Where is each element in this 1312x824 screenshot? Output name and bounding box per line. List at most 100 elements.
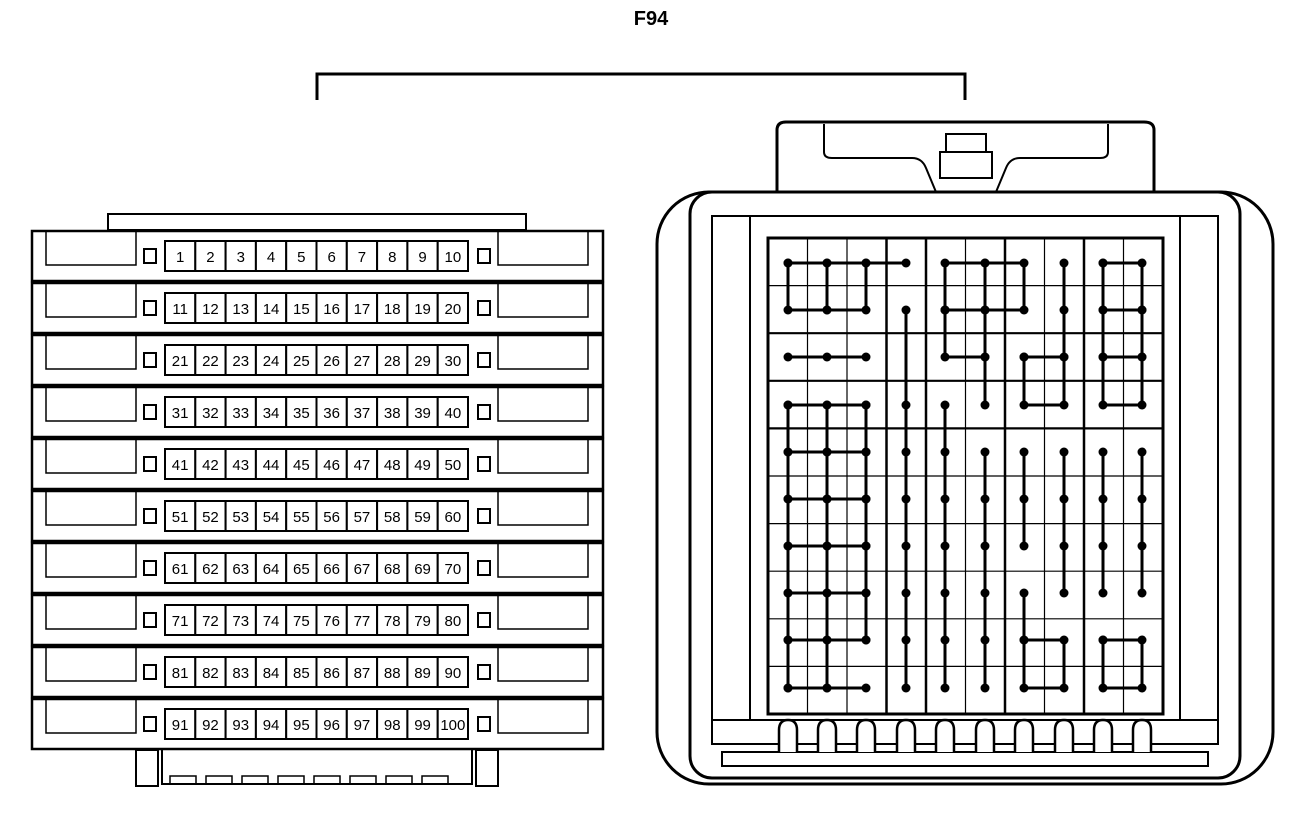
pin-number: 12 — [202, 301, 219, 318]
pin-number: 35 — [293, 405, 310, 422]
pin-number: 69 — [414, 561, 431, 578]
housing-inner — [688, 190, 1242, 780]
cavity-node — [1019, 588, 1029, 598]
pin-number: 21 — [172, 353, 189, 370]
cavity-frame — [711, 215, 1219, 721]
cavity-node — [980, 352, 990, 362]
pin-cell — [345, 500, 379, 532]
pin-cell — [254, 552, 288, 584]
row-housing — [30, 593, 605, 647]
left-leg — [135, 749, 159, 787]
pin-number: 33 — [232, 405, 249, 422]
pin-number: 55 — [293, 509, 310, 526]
pin-number: 85 — [293, 665, 310, 682]
cavity-node — [1137, 400, 1147, 410]
pin-number: 44 — [263, 457, 280, 474]
pin-cell — [285, 240, 318, 272]
pin-number: 32 — [202, 405, 219, 422]
cavity-node — [980, 447, 990, 457]
cavity-node — [783, 635, 793, 645]
cavity-node — [783, 683, 793, 693]
pin-cell — [406, 240, 439, 272]
pin-number: 97 — [354, 717, 371, 734]
pin-cell — [194, 396, 227, 428]
row-latch-right — [477, 248, 491, 264]
row-latch-left — [143, 664, 157, 680]
cavity-node — [940, 447, 950, 457]
pin-cell — [376, 396, 409, 428]
pin-number: 87 — [354, 665, 371, 682]
pin-number: 83 — [232, 665, 249, 682]
cavity-node — [901, 541, 911, 551]
pin-cell — [315, 708, 348, 740]
pin-cell — [436, 448, 470, 480]
cavity-node — [822, 400, 832, 410]
pin-number: 100 — [440, 717, 465, 734]
view-bracket — [315, 72, 967, 100]
terminal-slot — [934, 718, 956, 752]
cavity-node — [783, 541, 793, 551]
cavity-node — [1098, 588, 1108, 598]
cavity-node — [783, 588, 793, 598]
pin-number: 2 — [206, 249, 214, 266]
pin-cell — [376, 448, 409, 480]
pin-cell — [436, 708, 470, 740]
pin-number: 71 — [172, 613, 189, 630]
cavity-node — [861, 352, 871, 362]
cavity-node — [940, 494, 950, 504]
pin-number: 42 — [202, 457, 219, 474]
pin-number: 50 — [445, 457, 462, 474]
cavity-node — [1059, 494, 1069, 504]
pin-cell — [436, 656, 470, 688]
row-latch-right — [477, 300, 491, 316]
cavity-node — [980, 494, 990, 504]
cavity-node — [1137, 541, 1147, 551]
pin-number: 26 — [323, 353, 340, 370]
pin-number: 66 — [323, 561, 340, 578]
pin-number: 46 — [323, 457, 340, 474]
cavity-node — [1137, 352, 1147, 362]
pin-number: 14 — [263, 301, 280, 318]
cavity-node — [940, 400, 950, 410]
cavity-node — [1019, 352, 1029, 362]
pin-number: 6 — [327, 249, 335, 266]
pin-cell — [285, 656, 318, 688]
cavity-node — [980, 305, 990, 315]
pin-number: 13 — [232, 301, 249, 318]
pin-cell — [164, 240, 197, 272]
pin-cell — [315, 292, 348, 324]
pin-cell — [254, 240, 288, 272]
cavity-node — [1098, 635, 1108, 645]
pin-number: 9 — [418, 249, 426, 266]
right-leg — [475, 749, 499, 787]
pin-number: 99 — [414, 717, 431, 734]
pin-number: 65 — [293, 561, 310, 578]
pin-cell — [406, 708, 439, 740]
pin-number: 81 — [172, 665, 189, 682]
pin-number: 80 — [445, 613, 462, 630]
pin-cell — [315, 500, 348, 532]
row-latch-right — [477, 352, 491, 368]
pin-number: 25 — [293, 353, 310, 370]
pin-number: 7 — [358, 249, 366, 266]
pin-number: 10 — [445, 249, 462, 266]
cavity-node — [861, 588, 871, 598]
pin-number: 34 — [263, 405, 280, 422]
cavity-node — [861, 683, 871, 693]
lock-button — [945, 133, 987, 153]
pin-cell — [194, 344, 227, 376]
pin-number: 31 — [172, 405, 189, 422]
pin-cell — [315, 448, 348, 480]
pin-number: 37 — [354, 405, 371, 422]
pin-number: 96 — [323, 717, 340, 734]
pin-number: 30 — [445, 353, 462, 370]
pin-number: 52 — [202, 509, 219, 526]
pin-cell — [164, 448, 197, 480]
terminal-slot — [855, 718, 877, 752]
cavity-node — [1098, 305, 1108, 315]
cavity-node — [1019, 447, 1029, 457]
